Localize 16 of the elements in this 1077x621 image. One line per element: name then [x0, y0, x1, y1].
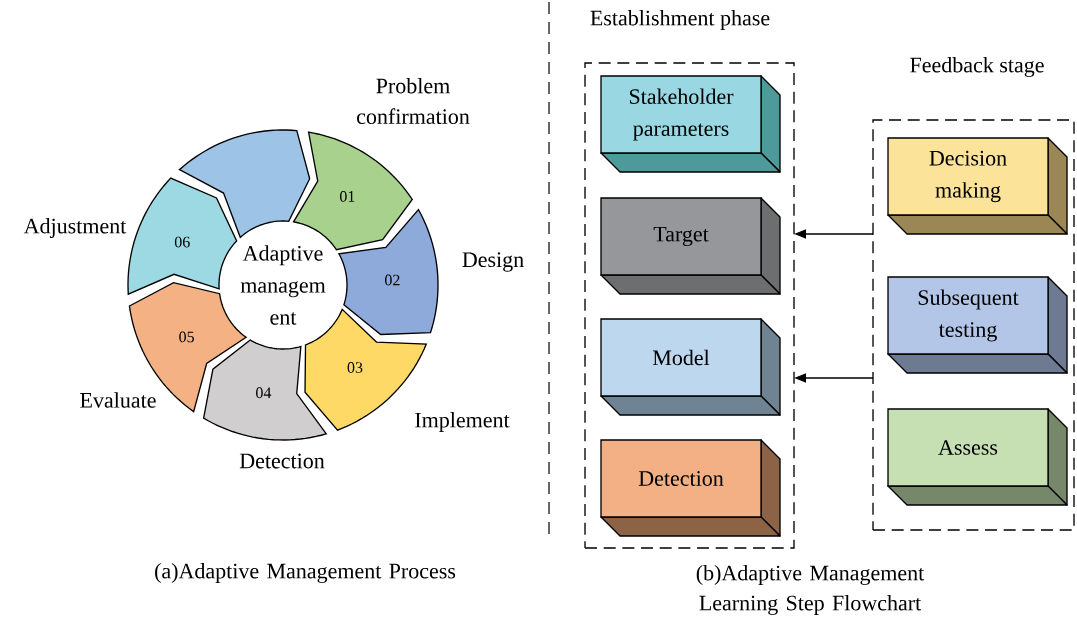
step-label: Adjustment — [23, 218, 127, 238]
ring-segment: 02 — [337, 208, 439, 336]
block-box: Assess — [887, 408, 1068, 506]
block-box: Model — [600, 318, 781, 416]
block-box: Target — [600, 197, 781, 295]
caption: (a)Adaptive Management Process — [155, 563, 456, 583]
block-box: Subsequent testing — [887, 276, 1068, 374]
step-label: Detection — [239, 453, 325, 469]
block-box: Decision making — [887, 137, 1068, 235]
block-box: Detection — [600, 439, 781, 537]
node-label: Feedback stage — [910, 56, 1044, 77]
step-label: Design — [462, 252, 524, 272]
block-box: Stakeholder parameters — [600, 75, 781, 173]
caption: (b)Adaptive Management Learning Step Flowchart — [696, 565, 925, 615]
node-label: Establishment phase — [590, 10, 770, 30]
step-label: Problem confirmation — [357, 77, 470, 125]
